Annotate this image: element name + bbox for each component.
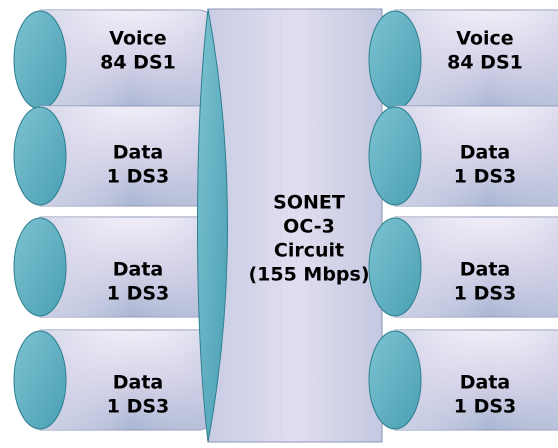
left-channel-2-label-line-2: 1 DS3 — [107, 166, 170, 188]
right-channel-4-cap — [368, 330, 422, 430]
right-channel-1-cap — [368, 10, 422, 110]
center-circuit-label-line-4: (155 Mbps) — [248, 264, 369, 286]
left-channel-1-shade — [40, 10, 225, 110]
left-channel-4-cap — [13, 330, 67, 430]
left-channel-2-cap — [13, 106, 67, 206]
left-channel-3-label-line-1: Data — [113, 259, 164, 281]
right-channel-3-shade — [395, 217, 558, 317]
right-channel-1-label-line-2: 84 DS1 — [447, 52, 523, 74]
center-circuit-label-line-1: SONET — [273, 192, 345, 214]
left-channel-1-cap — [13, 10, 67, 110]
left-channel-3-label-line-2: 1 DS3 — [107, 283, 170, 305]
right-channel-2-label-line-1: Data — [460, 142, 511, 164]
left-channel-4-label-line-1: Data — [113, 372, 164, 394]
right-channel-4-shade — [395, 330, 558, 430]
right-channel-2-label-line-2: 1 DS3 — [454, 166, 517, 188]
right-channel-2-cap — [368, 106, 422, 206]
right-channel-1-label-line-1: Voice — [456, 28, 513, 50]
left-channel-1-label-line-1: Voice — [109, 28, 166, 50]
right-channel-4-label-line-2: 1 DS3 — [454, 396, 517, 418]
right-channel-3-label-line-2: 1 DS3 — [454, 283, 517, 305]
left-channel-2-label-line-1: Data — [113, 142, 164, 164]
left-channel-3-shade — [40, 217, 225, 317]
right-channel-4-label-line-1: Data — [460, 372, 511, 394]
left-channel-2-shade — [40, 106, 225, 206]
left-channel-3-cap — [13, 217, 67, 317]
center-circuit-cap — [197, 8, 228, 443]
left-channel-4-shade — [40, 330, 225, 430]
left-channel-1-label-line-2: 84 DS1 — [100, 52, 176, 74]
right-channel-3-label-line-1: Data — [460, 259, 511, 281]
right-channel-1-shade — [395, 10, 558, 110]
right-channel-2-shade — [395, 106, 558, 206]
center-circuit-label-line-3: Circuit — [274, 240, 344, 262]
center-circuit-label-line-2: OC-3 — [283, 216, 335, 238]
right-channel-3-cap — [368, 217, 422, 317]
left-channel-4-label-line-2: 1 DS3 — [107, 396, 170, 418]
